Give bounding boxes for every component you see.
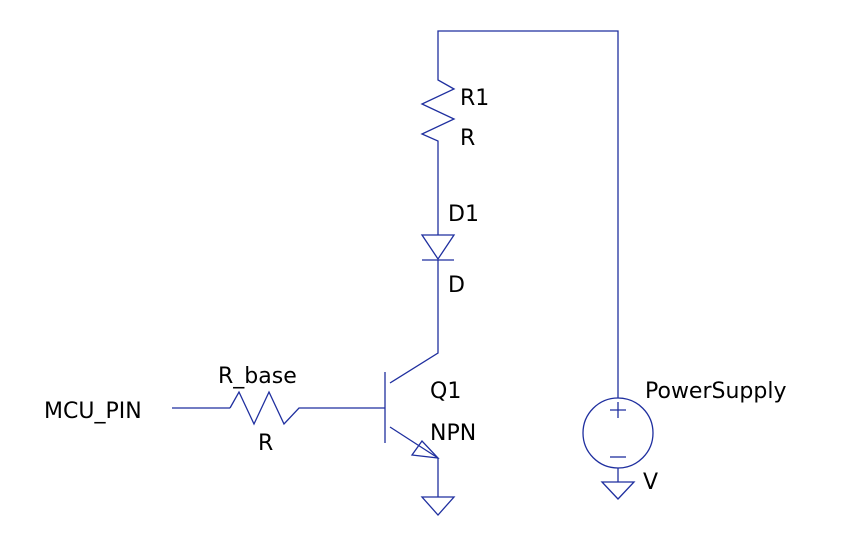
r1-value-label: R — [460, 126, 475, 151]
power-supply-value-label: V — [643, 470, 658, 495]
resistor-r1[interactable] — [420, 72, 456, 150]
r-base-value-label: R — [258, 431, 273, 456]
mcu-pin-net-label: MCU_PIN — [44, 399, 142, 424]
r-base-ref-label: R_base — [218, 364, 297, 389]
r1-ref-label: R1 — [460, 86, 489, 111]
resistor-r-base[interactable] — [229, 390, 308, 426]
wire-d1-collector — [389, 260, 439, 384]
q1-value-label: NPN — [430, 421, 476, 446]
diode-d1[interactable] — [420, 234, 456, 261]
ground-symbol-supply — [600, 481, 636, 500]
q1-ref-label: Q1 — [430, 379, 461, 404]
wire-top-rail — [437, 30, 619, 398]
power-supply-source[interactable] — [582, 397, 654, 469]
d1-ref-label: D1 — [448, 202, 479, 227]
ground-symbol-emitter — [420, 496, 456, 516]
power-supply-ref-label: PowerSupply — [645, 379, 787, 404]
d1-value-label: D — [448, 273, 465, 298]
